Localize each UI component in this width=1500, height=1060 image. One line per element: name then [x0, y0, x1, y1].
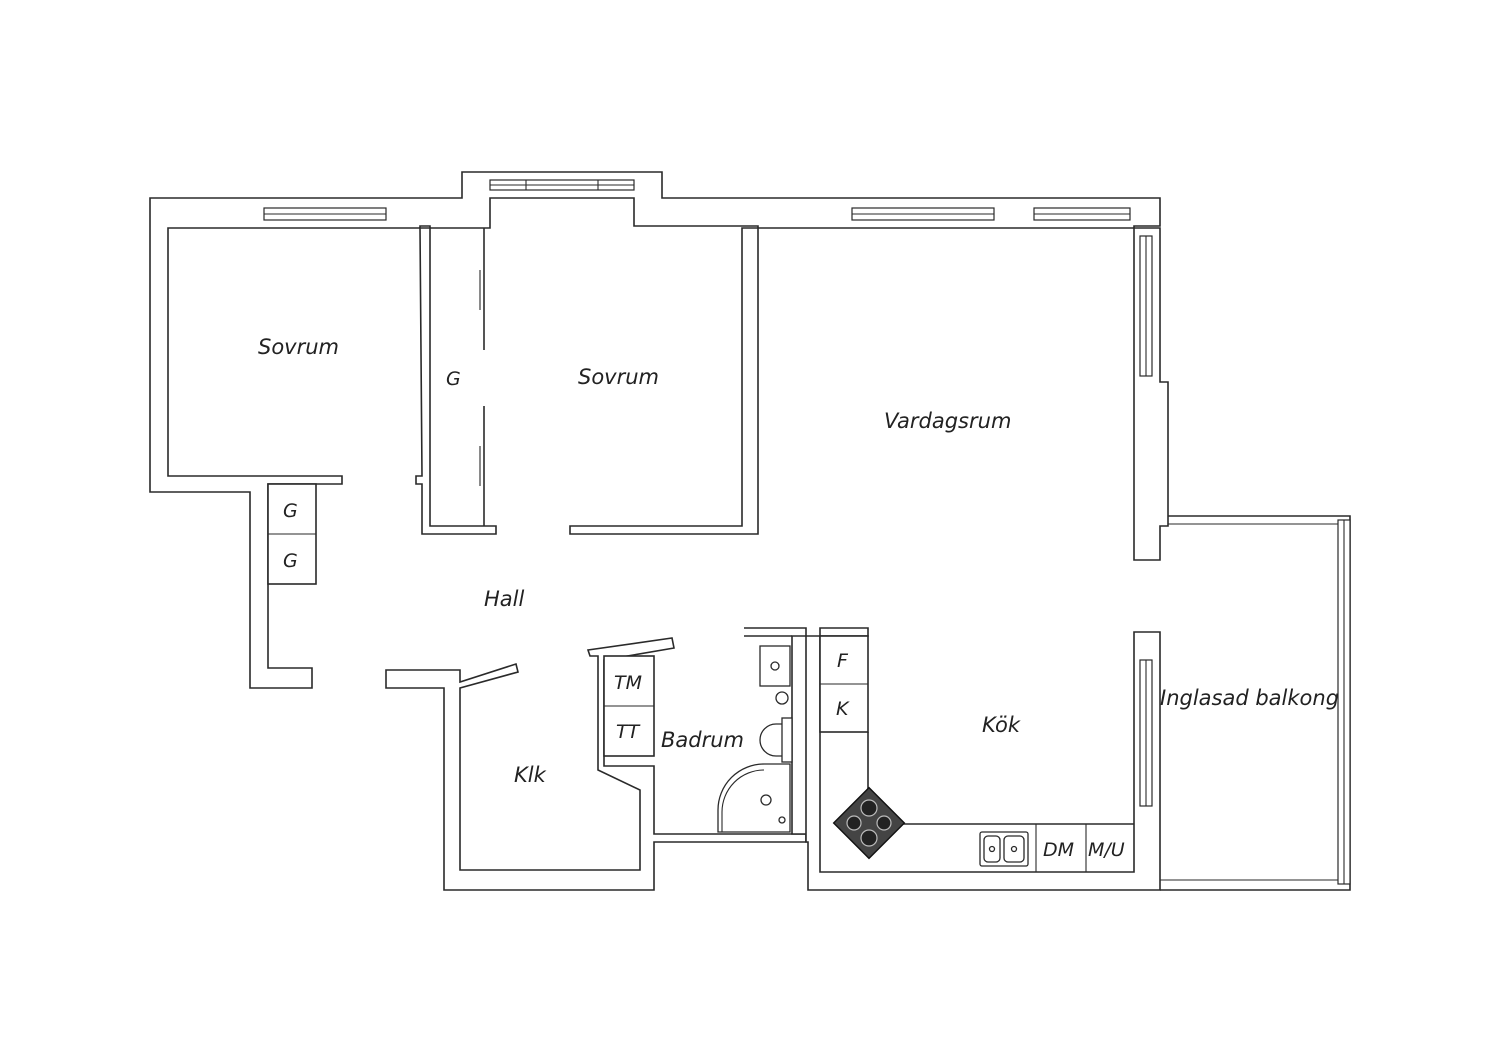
label-frys: F — [837, 650, 849, 672]
label-mikro: M/U — [1088, 839, 1125, 861]
wall-sovrum-2-left — [415, 227, 497, 535]
label-garderob-hall-1: G — [283, 500, 298, 522]
wall-klk — [385, 637, 807, 891]
wardrobe-sovrum-2 — [479, 228, 485, 526]
label-inglasad-balkong: Inglasad balkong — [1160, 686, 1339, 710]
label-kok: Kök — [982, 713, 1021, 737]
windows — [263, 179, 1153, 807]
label-vardagsrum: Vardagsrum — [884, 409, 1011, 433]
wall-sovrum-2-right — [569, 227, 759, 535]
label-kyl: K — [836, 698, 850, 720]
stove-top — [832, 786, 906, 860]
kitchen-sink — [979, 831, 1029, 867]
label-garderob-hall-2: G — [283, 550, 298, 572]
label-torktumlare: TT — [616, 721, 641, 743]
label-hall: Hall — [484, 587, 524, 611]
fixture-labels: G G G TM TT F K DM M/U — [283, 368, 1125, 861]
stove — [832, 786, 906, 860]
label-garderob-sovrum: G — [446, 368, 461, 390]
label-tvattmaskin: TM — [614, 672, 642, 694]
label-sovrum-2: Sovrum — [578, 365, 659, 389]
room-labels: Sovrum Sovrum Vardagsrum Hall Klk Badrum… — [258, 335, 1339, 787]
kitchen-counter — [867, 732, 1134, 825]
label-diskmaskin: DM — [1043, 839, 1074, 861]
label-klk: Klk — [514, 763, 547, 787]
label-sovrum-1: Sovrum — [258, 335, 339, 359]
interior-walls — [267, 227, 1134, 872]
bathroom-fixtures — [717, 645, 793, 833]
label-badrum: Badrum — [661, 728, 744, 752]
balcony — [1160, 515, 1351, 891]
